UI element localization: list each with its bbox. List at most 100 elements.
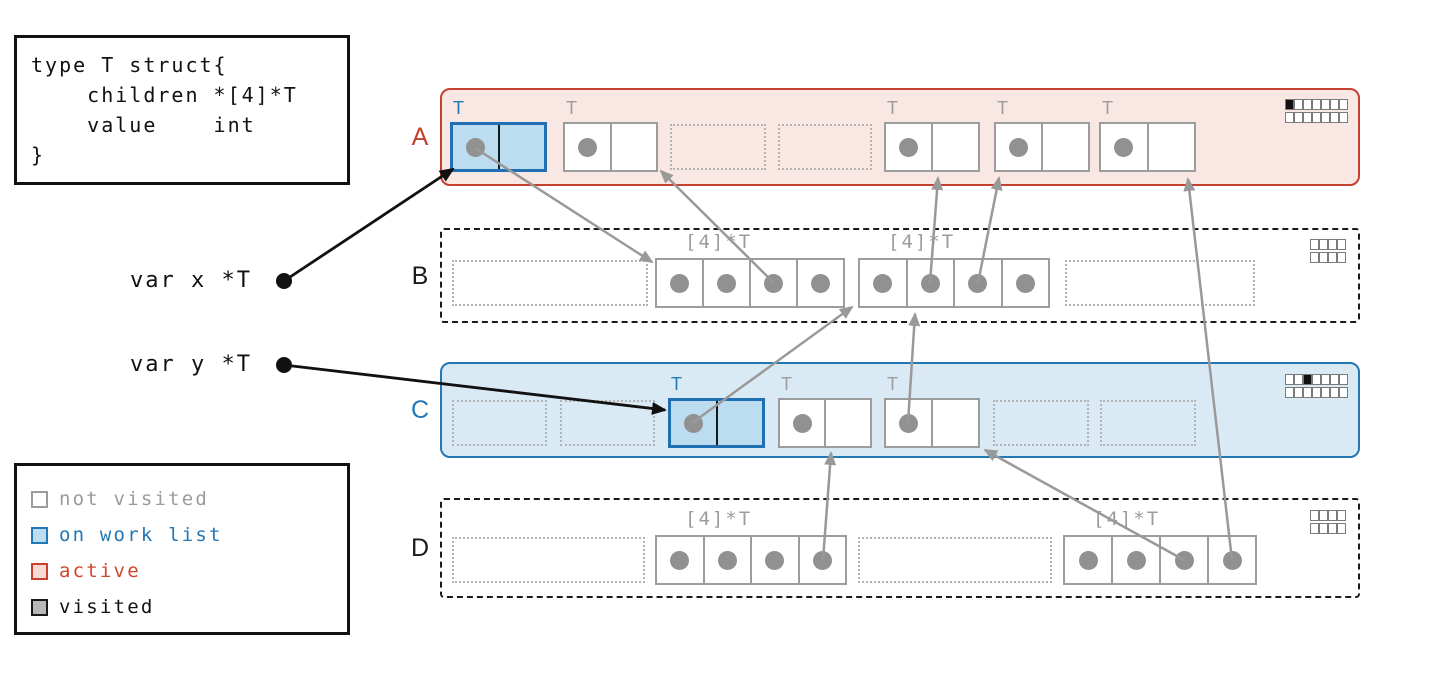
bitmap-cell (1303, 99, 1312, 110)
object-cell (931, 400, 978, 446)
bitmap-row (1285, 374, 1348, 385)
type-label: T (1102, 98, 1113, 118)
heap-object (994, 122, 1090, 172)
bitmap-cell (1330, 112, 1339, 123)
pointer-dot (920, 273, 940, 293)
bitmap-cell (1328, 239, 1337, 250)
free-slot (858, 537, 1052, 583)
bitmap-cell (1337, 510, 1346, 521)
object-cell (931, 124, 978, 170)
bitmap-cell (1339, 387, 1348, 398)
object-cell (996, 124, 1041, 170)
bitmap-cell (1337, 252, 1346, 263)
span-label-A: A (411, 123, 429, 151)
pointer-dot (899, 137, 918, 157)
pointer-dot (717, 273, 736, 293)
type-label: [4]*T (685, 508, 753, 530)
object-cell (497, 125, 545, 169)
bitmap-cell (1294, 374, 1303, 385)
object-cell (1159, 537, 1207, 583)
legend-item-free: not visited (31, 481, 333, 517)
pointer-dot (1222, 550, 1242, 570)
bitmap-cell (1319, 239, 1328, 250)
legend-item-visited: visited (31, 589, 333, 625)
legend-label: not visited (59, 487, 210, 510)
object-cell (671, 401, 716, 445)
free-slot (670, 124, 766, 170)
array-object (858, 258, 1050, 308)
object-cell (1101, 124, 1147, 170)
array-object (655, 535, 847, 585)
heap-object (884, 398, 980, 448)
span-label-C: C (410, 396, 430, 424)
object-cell (886, 400, 931, 446)
code-line: children *[4]*T (31, 83, 298, 107)
heap-object (778, 398, 872, 448)
bitmap-cell (1328, 510, 1337, 521)
legend-label: active (59, 559, 141, 582)
object-cell (1207, 537, 1255, 583)
free-slot (778, 124, 872, 170)
bitmap-cell (1321, 99, 1330, 110)
object-cell (453, 125, 498, 169)
object-cell (1065, 537, 1111, 583)
span-label-D: D (410, 534, 430, 562)
bitmap-cell (1339, 112, 1348, 123)
code-line: value int (31, 113, 256, 137)
object-cell (609, 124, 657, 170)
bitmap-row (1310, 523, 1346, 534)
bitmap-cell (1285, 99, 1294, 110)
bitmap-cell (1319, 510, 1328, 521)
bitmap-cell (1339, 99, 1348, 110)
pointer-dot (812, 550, 832, 570)
bitmap-cell (1303, 112, 1312, 123)
bitmap-cell (1294, 387, 1303, 398)
array-object (655, 258, 845, 308)
object-cell (657, 537, 703, 583)
bitmap-cell (1312, 374, 1321, 385)
pointer-dot (873, 273, 893, 293)
object-cell (1111, 537, 1159, 583)
bitmap-cell (1312, 112, 1321, 123)
object-cell (797, 537, 846, 583)
bitmap-cell (1310, 252, 1319, 263)
span-label-B: B (411, 261, 429, 290)
type-label: T (781, 374, 792, 394)
bitmap-cell (1319, 523, 1328, 534)
bitmap-cell (1285, 112, 1294, 123)
bitmap-cell (1321, 112, 1330, 123)
object-cell (860, 260, 906, 306)
bitmap-cell (1303, 387, 1312, 398)
type-label: T (566, 98, 577, 118)
object-cell (657, 260, 702, 306)
free-slot (1065, 260, 1255, 306)
bitmap-cell (1328, 523, 1337, 534)
legend-swatch-visited-icon (31, 598, 48, 616)
object-cell (715, 401, 763, 445)
pointer-dot (683, 413, 703, 433)
pointer-dot (1114, 137, 1134, 157)
object-cell (780, 400, 824, 446)
pointer-dot (670, 273, 689, 293)
legend-item-active: active (31, 553, 333, 589)
bitmap-row (1310, 510, 1346, 521)
bitmap-cell (1330, 99, 1339, 110)
bitmap-row (1310, 252, 1346, 263)
object-cell (750, 537, 798, 583)
object-cell (824, 400, 870, 446)
bitmap-cell (1339, 374, 1348, 385)
object-cell (953, 260, 1001, 306)
type-label: [4]*T (1093, 508, 1161, 530)
free-slot (452, 260, 648, 306)
bitmap-cell (1321, 387, 1330, 398)
bitmap-cell (1328, 252, 1337, 263)
pointer-dot (1126, 550, 1146, 570)
type-label: T (671, 374, 682, 394)
pointer-dot (1078, 550, 1098, 570)
pointer-dot (765, 550, 785, 570)
legend-swatch-active-icon (31, 562, 48, 580)
code-line: type T struct{ (31, 53, 228, 77)
pointer-dot (1015, 273, 1035, 293)
